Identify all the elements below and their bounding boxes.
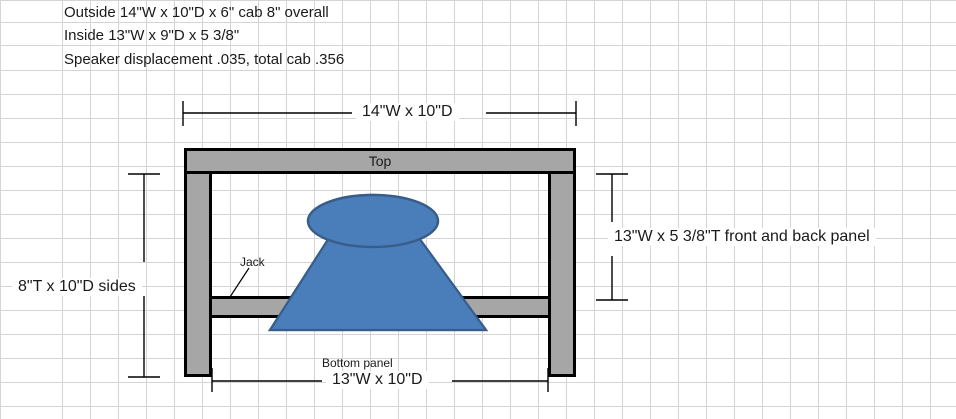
speaker-surround-ellipse bbox=[306, 193, 440, 249]
grid-row-line-9 bbox=[0, 214, 956, 215]
grid-column-line-13 bbox=[398, 0, 399, 419]
grid-column-line-25 bbox=[734, 0, 735, 419]
grid-column-line-24 bbox=[706, 0, 707, 419]
grid-row-line-0 bbox=[0, 0, 956, 1]
cabinet-bottom-panel bbox=[212, 296, 548, 318]
grid-column-line-17 bbox=[510, 0, 511, 419]
note-line-outside: Outside 14"W x 10"D x 6" cab 8" overall bbox=[64, 4, 329, 21]
grid-row-line-2 bbox=[0, 45, 956, 46]
grid-column-line-23 bbox=[678, 0, 679, 419]
grid-column-line-0 bbox=[0, 0, 1, 419]
grid-column-line-1 bbox=[62, 0, 63, 419]
grid-column-line-26 bbox=[762, 0, 763, 419]
speaker-surround-ellipse-front bbox=[306, 193, 440, 249]
grid-column-line-15 bbox=[454, 0, 455, 419]
grid-row-line-4 bbox=[0, 94, 956, 95]
grid-column-line-22 bbox=[650, 0, 651, 419]
grid-row-line-5 bbox=[0, 118, 956, 119]
grid-row-line-16 bbox=[0, 382, 956, 383]
dimension-top-label: 14"W x 10"D bbox=[356, 103, 459, 121]
grid-row-line-8 bbox=[0, 190, 956, 191]
grid-row-line-6 bbox=[0, 142, 956, 143]
grid-row-line-11 bbox=[0, 262, 956, 263]
dimension-left-label: 8"T x 10"D sides bbox=[12, 278, 142, 296]
grid-row-line-17 bbox=[0, 406, 956, 407]
grid-row-line-3 bbox=[0, 70, 956, 71]
dimension-left bbox=[128, 173, 160, 378]
dimension-right-label: 13"W x 5 3/8"T front and back panel bbox=[608, 228, 876, 246]
cabinet-left-side-panel bbox=[184, 174, 212, 377]
note-line-displacement: Speaker displacement .035, total cab .35… bbox=[64, 51, 345, 68]
grid-row-line-15 bbox=[0, 358, 956, 359]
grid-column-line-30 bbox=[874, 0, 875, 419]
grid-row-line-14 bbox=[0, 334, 956, 335]
grid-row-line-1 bbox=[0, 22, 956, 23]
jack-label: Jack bbox=[240, 255, 265, 269]
grid-column-line-16 bbox=[482, 0, 483, 419]
cabinet-right-side-panel bbox=[548, 174, 576, 377]
grid-column-line-28 bbox=[818, 0, 819, 419]
top-panel-label: Top bbox=[368, 153, 392, 169]
grid-column-line-20 bbox=[594, 0, 595, 419]
grid-column-line-14 bbox=[426, 0, 427, 419]
grid-row-line-12 bbox=[0, 286, 956, 287]
grid-column-line-21 bbox=[622, 0, 623, 419]
grid-column-line-27 bbox=[790, 0, 791, 419]
bottom-panel-label: Bottom panel bbox=[322, 356, 393, 370]
grid-column-line-29 bbox=[846, 0, 847, 419]
grid-column-line-18 bbox=[538, 0, 539, 419]
grid-column-line-31 bbox=[902, 0, 903, 419]
cabinet-top-panel bbox=[184, 148, 576, 174]
grid-column-line-32 bbox=[930, 0, 931, 419]
dimension-bottom-label: 13"W x 10"D bbox=[326, 371, 429, 389]
note-line-inside: Inside 13"W x 9"D x 5 3/8" bbox=[64, 27, 240, 44]
